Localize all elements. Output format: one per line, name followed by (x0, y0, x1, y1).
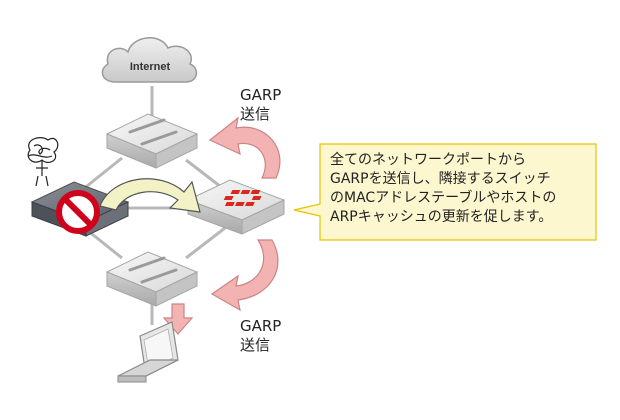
internet-cloud-icon: Internet (101, 37, 198, 83)
callout-line: GARPを送信し、隣接するスイッチ (330, 171, 551, 187)
down-arrow-icon (162, 303, 194, 335)
no-entry-icon (56, 190, 100, 234)
garp-arrow-top-icon (208, 116, 281, 179)
switch-icon (105, 113, 199, 169)
callout-line: のMACアドレステーブルやホストの (330, 190, 557, 206)
callout-line: 全てのネットワークポートから (330, 152, 526, 168)
link-topswitch-failed (81, 156, 123, 192)
garp-send-label-bottom: GARP 送信 (240, 317, 281, 355)
cloud-label: Internet (130, 61, 171, 73)
fortinet-logo-icon (223, 190, 262, 206)
failover-arrow-icon (99, 178, 201, 213)
link-fortigate-bottomswitch (185, 226, 226, 260)
callout-text: 全てのネットワークポートから GARPを送信し、隣接するスイッチ のMACアドレ… (330, 151, 592, 227)
callout-box (293, 143, 597, 241)
garp-label-line1: GARP (240, 317, 282, 335)
laptop-icon (117, 321, 179, 383)
garp-label-line2: 送信 (240, 105, 271, 123)
confused-admin-icon (27, 137, 59, 187)
garp-arrow-bottom-icon (210, 239, 279, 312)
callout-line: ARPキャッシュの更新を促します。 (330, 209, 553, 225)
garp-label-line2: 送信 (240, 336, 271, 354)
garp-send-label-top: GARP 送信 (240, 86, 281, 124)
garp-label-line1: GARP (240, 86, 282, 104)
fortigate-firewall-icon (186, 179, 286, 235)
switch-icon (105, 251, 199, 307)
